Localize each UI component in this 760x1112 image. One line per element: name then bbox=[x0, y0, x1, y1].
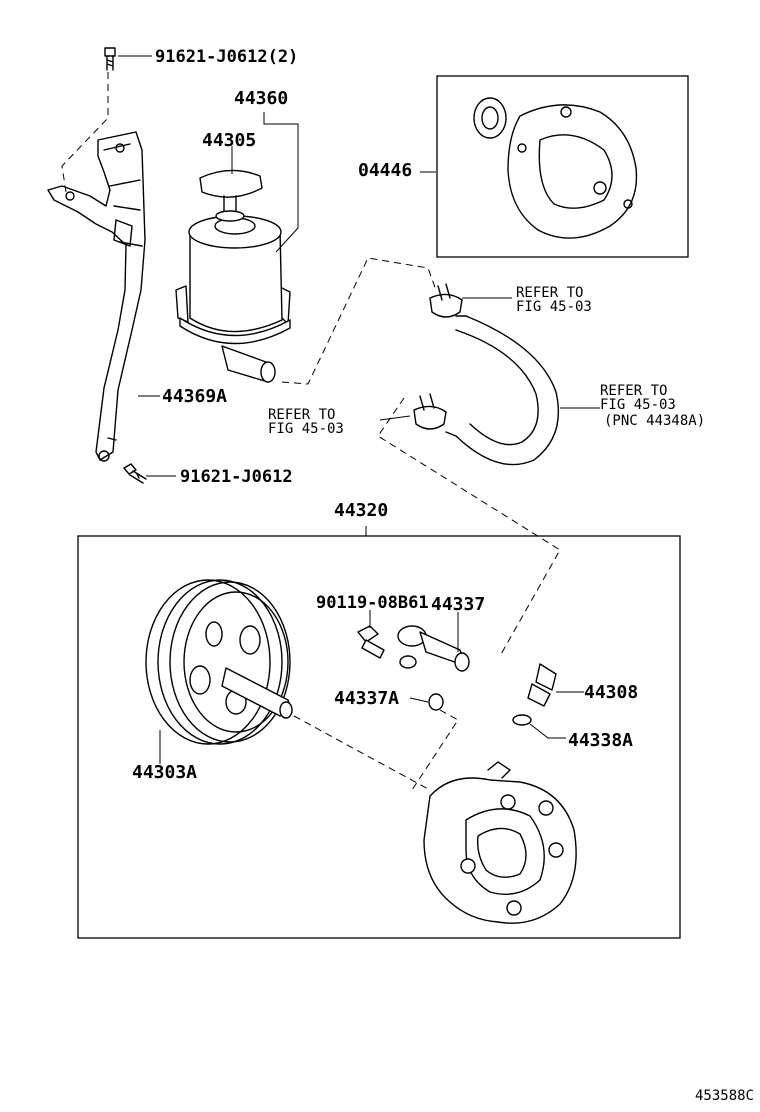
label-sensor-oring: 44338A bbox=[568, 730, 633, 751]
lower-clamp-drawing bbox=[413, 393, 447, 430]
label-pulley: 44303A bbox=[132, 762, 197, 783]
reservoir-cap-drawing bbox=[199, 169, 263, 222]
ref-upper-clamp-line2: FIG 45-03 bbox=[516, 299, 592, 315]
label-pump-assy: 44320 bbox=[334, 500, 388, 521]
oring-dashed-link bbox=[411, 709, 459, 791]
label-gasket-kit: 04446 bbox=[358, 160, 412, 181]
bolt-top-drawing bbox=[104, 47, 116, 71]
shaft-dashed-link bbox=[293, 715, 431, 791]
pump-assembly-frame bbox=[77, 535, 681, 939]
gasket-kit-frame bbox=[436, 75, 689, 258]
label-union-bolt: 90119-08B61 bbox=[316, 593, 429, 613]
union-drawing bbox=[397, 625, 470, 672]
label-bolt-bottom: 91621-J0612 bbox=[180, 467, 293, 487]
gasket-kit-drawing bbox=[473, 97, 638, 239]
upper-clamp-drawing bbox=[429, 283, 463, 318]
pump-body-drawing bbox=[423, 761, 577, 924]
reservoir-dashed-link bbox=[281, 257, 437, 385]
ref-hose-line3: (PNC 44348A) bbox=[604, 413, 705, 429]
label-bolt-top: 91621-J0612(2) bbox=[155, 47, 298, 67]
union-oring-drawing bbox=[428, 693, 444, 711]
sensor-oring-drawing bbox=[512, 714, 532, 726]
label-bracket: 44369A bbox=[162, 386, 227, 407]
ref-lower-clamp-line2: FIG 45-03 bbox=[268, 421, 344, 437]
bracket-dashed-link bbox=[61, 72, 109, 193]
union-bolt-drawing bbox=[357, 625, 385, 659]
bracket-drawing bbox=[47, 131, 146, 462]
ref-hose-line1: REFER TO bbox=[600, 383, 667, 399]
pulley-drawing bbox=[145, 579, 293, 745]
hose-dashed-link bbox=[377, 397, 561, 657]
sensor-drawing bbox=[527, 663, 557, 707]
diagram-id: 453588C bbox=[695, 1088, 754, 1104]
ref-hose-line2: FIG 45-03 bbox=[600, 397, 676, 413]
leader-lines bbox=[118, 55, 600, 764]
label-sensor: 44308 bbox=[584, 682, 638, 703]
label-union-oring: 44337A bbox=[334, 688, 399, 709]
label-reservoir-cap: 44305 bbox=[202, 130, 256, 151]
bolt-bottom-drawing bbox=[123, 463, 147, 484]
label-union: 44337 bbox=[431, 594, 485, 615]
ref-lower-clamp-line1: REFER TO bbox=[268, 407, 335, 423]
label-reservoir-assy: 44360 bbox=[234, 88, 288, 109]
ref-upper-clamp-line1: REFER TO bbox=[516, 285, 583, 301]
return-hose-drawing bbox=[445, 315, 560, 466]
reservoir-drawing bbox=[175, 215, 291, 383]
